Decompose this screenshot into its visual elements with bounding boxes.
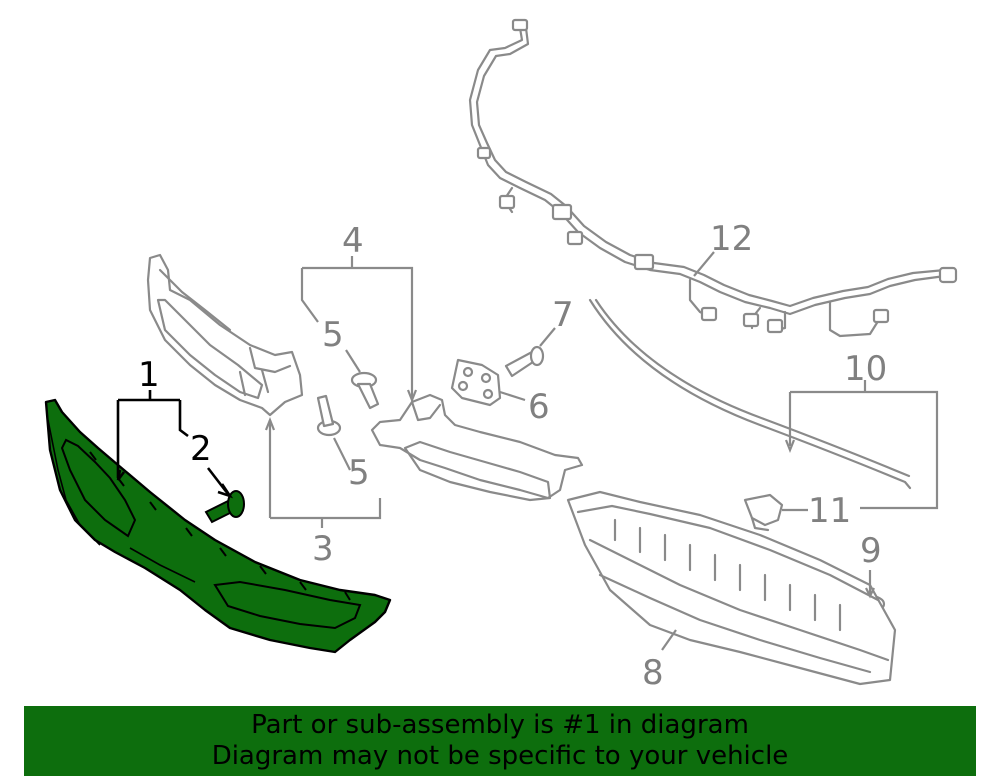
banner-disclaimer: Diagram may not be specific to your vehi… [211,741,789,771]
banner-part-note: Part or sub-assembly is #1 in diagram [251,710,749,740]
callout-12: 12 [710,219,753,259]
leader-lines [116,251,939,651]
callout-8: 8 [642,653,664,693]
mounting-plate-part [450,358,502,407]
callout-10: 10 [844,349,887,389]
callout-7: 7 [552,295,574,335]
callout-5-upper: 5 [322,315,344,355]
callout-2: 2 [190,429,212,469]
callout-6: 6 [528,387,550,427]
callout-11: 11 [808,491,851,531]
callout-9: 9 [860,531,882,571]
right-bracket-part [370,393,584,502]
lower-absorber-part [566,490,897,686]
parts-diagram: 1 2 3 4 5 5 6 7 8 9 10 11 12 [44,18,958,693]
callout-4: 4 [342,221,364,261]
grille-assembly-part-1 [44,398,392,654]
screw-part-5-upper [350,371,380,410]
info-banner: Part or sub-assembly is #1 in diagram Di… [24,706,976,776]
callout-3: 3 [312,529,334,569]
wiring-harness-part [468,18,958,338]
grille-frame-part [146,253,304,417]
clip-part-11 [743,493,784,532]
callout-5-lower: 5 [348,453,370,493]
trim-strip-part [588,298,912,490]
screw-part-5-lower [316,394,342,437]
clip-part-2 [204,490,245,524]
screw-part-7 [504,345,545,378]
callout-1: 1 [138,355,160,395]
